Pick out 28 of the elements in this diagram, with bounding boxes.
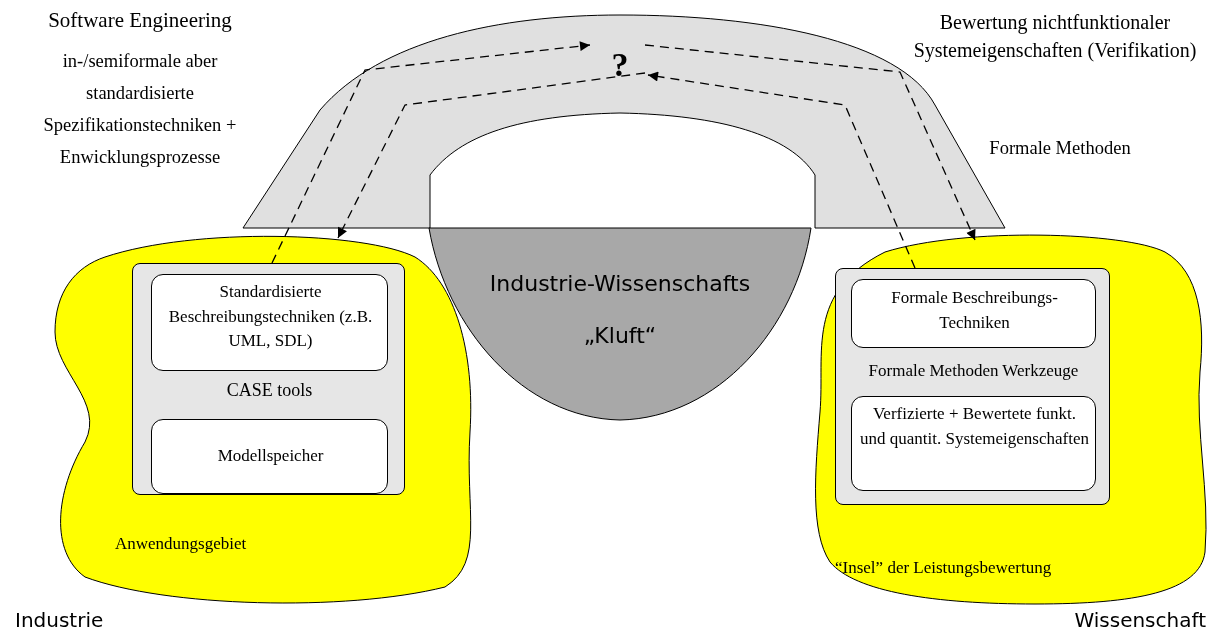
gap-title: Industrie-Wissenschafts	[488, 270, 752, 298]
storage-box	[151, 419, 388, 494]
technique-box	[151, 274, 388, 371]
box-text: Verfizierte + Bewertete funkt. und quantit. Systemeigenschaften	[860, 403, 1089, 450]
island-label: Anwendungsgebiet	[115, 533, 248, 555]
panel-label: Formale Methoden Werkzeuge	[867, 360, 1080, 382]
description-text: in-/semiformale aber standardisierte Spezifikationstechniken + Enwicklungsprozesse	[42, 50, 238, 169]
arrow	[337, 72, 646, 239]
gap-word: „Kluft“	[582, 322, 658, 350]
area-label: Formale Methoden	[988, 138, 1132, 159]
panel-label: CASE tools	[225, 379, 314, 402]
arrow	[644, 44, 976, 241]
side-label: Industrie	[15, 608, 105, 632]
result-box	[851, 396, 1096, 491]
box-text: Modellspeicher	[216, 445, 325, 467]
island-label: “Insel” der Leistungsbewertung	[835, 557, 1053, 579]
question-mark: ?	[610, 45, 630, 85]
arrow	[271, 41, 591, 264]
description-text: Bewertung nichtfunktionaler Systemeigenschaften (Verifikation)	[912, 10, 1198, 64]
gap-shape	[428, 228, 812, 423]
tool-panel	[835, 268, 1110, 505]
arrow	[647, 71, 916, 269]
tool-panel	[132, 263, 405, 495]
box-text: Standardisierte Beschreibungstechniken (z.B. UML, SDL)	[167, 281, 374, 353]
box-text: Formale Beschreibungs-Techniken	[890, 287, 1059, 334]
side-label: Wissenschaft	[1073, 608, 1206, 632]
technique-box	[851, 279, 1096, 348]
heading-text: Software Engineering	[47, 8, 233, 33]
